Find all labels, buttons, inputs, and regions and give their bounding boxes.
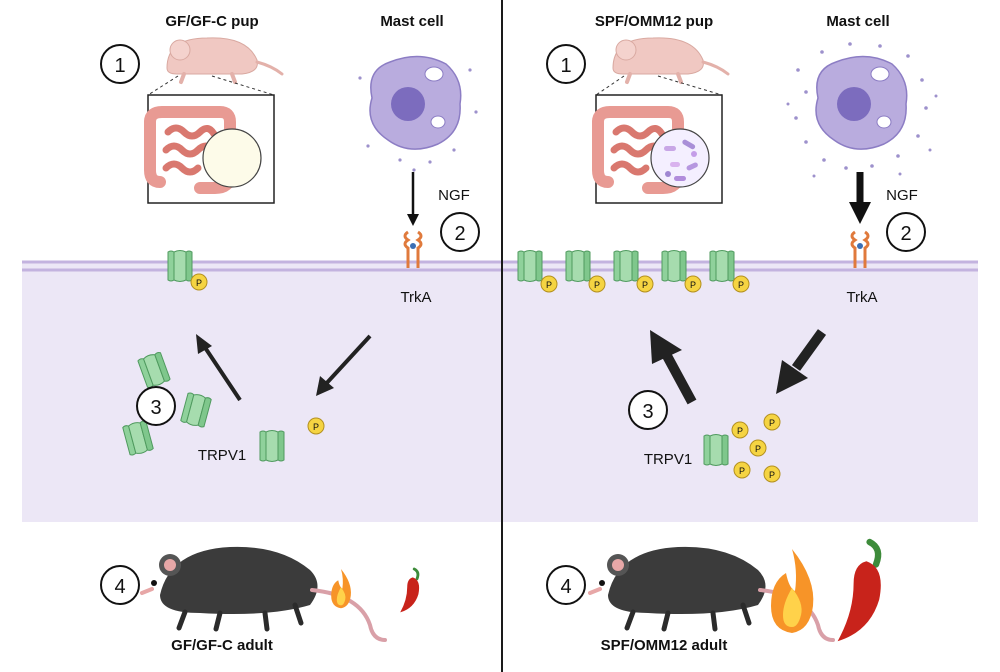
right-cytosolic-phospho-5: P — [763, 465, 781, 483]
right-flame-icon — [771, 549, 814, 633]
left-ngf-arrowhead — [407, 214, 419, 226]
left-trka-label: TrkA — [400, 289, 431, 306]
left-pup-label: GF/GF-C pup — [165, 13, 258, 30]
right-step2-number: 2 — [900, 223, 911, 245]
left-phosphorylation-arrowhead — [316, 376, 334, 396]
left-ngf-label: NGF — [438, 187, 470, 204]
right-membrane-phospho-2: P — [588, 275, 606, 293]
right-zoom-line-a — [595, 75, 625, 96]
right-step1-number: 1 — [560, 55, 571, 77]
left-step3-number: 3 — [150, 397, 161, 419]
right-pup-illustration — [611, 35, 730, 84]
right-pup-label: SPF/OMM12 pup — [595, 13, 713, 30]
svg-text:P: P — [769, 470, 775, 480]
left-membrane-trpv1-channel — [167, 250, 193, 282]
left-cytosolic-phospho: P — [307, 417, 325, 435]
cytoplasm-region — [22, 262, 978, 522]
right-membrane-channel-2 — [565, 250, 591, 282]
right-trpv1-label: TRPV1 — [644, 451, 692, 468]
left-step1-number: 1 — [114, 55, 125, 77]
right-trafficking-arrowhead — [650, 330, 682, 364]
left-sterile-lumen-circle — [202, 128, 262, 188]
left-membrane-phospho: P — [190, 273, 208, 291]
right-phosphorylation-arrowhead — [776, 360, 808, 394]
left-trafficking-arrowhead — [196, 334, 212, 354]
svg-text:P: P — [313, 422, 319, 432]
right-membrane-channel-5 — [709, 250, 735, 282]
left-trpv1-channel — [259, 430, 285, 462]
svg-text:P: P — [755, 444, 761, 454]
right-step4-badge: 4 — [546, 565, 586, 605]
svg-text:P: P — [739, 466, 745, 476]
left-step3-badge: 3 — [136, 386, 176, 426]
svg-text:P: P — [196, 278, 202, 288]
left-phosphorylation-arrow — [322, 334, 372, 388]
right-phosphorylation-arrow — [791, 329, 827, 371]
left-trpv1-label: TRPV1 — [198, 447, 246, 464]
right-ngf-label: NGF — [886, 187, 918, 204]
left-step2-badge: 2 — [440, 212, 480, 252]
left-step4-badge: 4 — [100, 565, 140, 605]
left-panel: GF/GF-C pup Mast cell 1 NGF 2 — [100, 13, 480, 654]
right-zoom-line-b — [657, 75, 723, 96]
left-flame-icon — [331, 569, 351, 609]
right-step2-badge: 2 — [886, 212, 926, 252]
left-pup-illustration — [165, 35, 284, 84]
right-membrane-phospho-3: P — [636, 275, 654, 293]
left-step2-number: 2 — [454, 223, 465, 245]
right-panel: SPF/OMM12 pup Mast cell 1 — [517, 13, 938, 654]
svg-text:P: P — [594, 280, 600, 290]
right-membrane-phospho-5: P — [732, 275, 750, 293]
right-cytosolic-phospho-3: P — [749, 439, 767, 457]
right-trpv1-channel — [703, 434, 729, 466]
left-mast-cell — [358, 55, 478, 172]
right-membrane-phospho-4: P — [684, 275, 702, 293]
svg-text:P: P — [738, 280, 744, 290]
right-trafficking-arrow — [661, 351, 697, 405]
right-trka-label: TrkA — [846, 289, 877, 306]
left-zoom-line-a — [147, 75, 179, 96]
right-microbiota-circle — [650, 128, 710, 188]
right-step3-badge: 3 — [628, 390, 668, 430]
right-membrane-channel-1 — [517, 250, 543, 282]
right-cytosolic-phospho-4: P — [733, 461, 751, 479]
left-chili-pepper-icon — [398, 567, 421, 614]
left-zoom-line-b — [211, 75, 275, 96]
right-ngf-arrowhead — [849, 202, 871, 224]
right-step3-number: 3 — [642, 401, 653, 423]
right-cytosolic-phospho-1: P — [731, 421, 749, 439]
left-step1-badge: 1 — [100, 44, 140, 84]
svg-text:P: P — [769, 418, 775, 428]
right-membrane-channel-3 — [613, 250, 639, 282]
right-step4-number: 4 — [560, 576, 571, 598]
svg-text:P: P — [690, 280, 696, 290]
right-adult-label: SPF/OMM12 adult — [601, 637, 728, 654]
right-mast-label: Mast cell — [826, 13, 889, 30]
left-step4-number: 4 — [114, 576, 125, 598]
right-membrane-phospho-1: P — [540, 275, 558, 293]
svg-text:P: P — [546, 280, 552, 290]
right-chili-pepper-icon — [838, 542, 881, 641]
right-mast-cell — [786, 42, 938, 178]
left-trafficking-arrow — [202, 344, 242, 402]
left-mast-label: Mast cell — [380, 13, 443, 30]
left-adult-label: GF/GF-C adult — [171, 637, 273, 654]
svg-text:P: P — [737, 426, 743, 436]
svg-text:P: P — [642, 280, 648, 290]
right-cytosolic-phospho-2: P — [763, 413, 781, 431]
right-step1-badge: 1 — [546, 44, 586, 84]
right-membrane-channel-4 — [661, 250, 687, 282]
